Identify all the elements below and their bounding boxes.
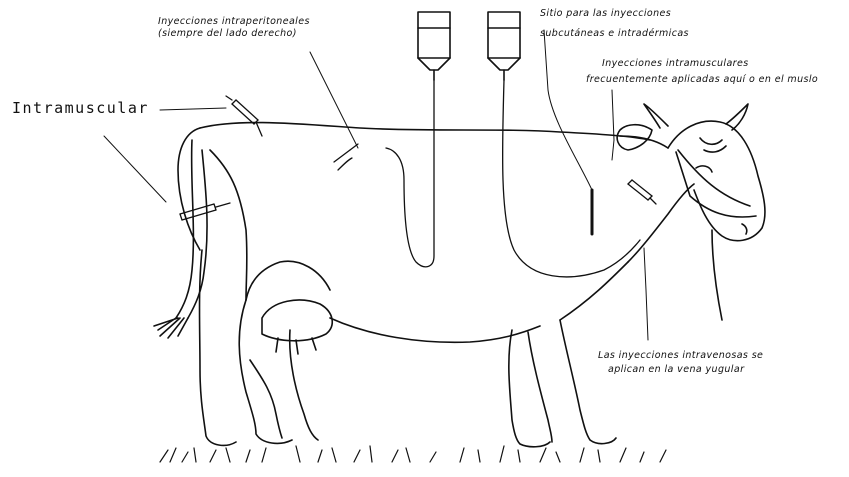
cow-horn-left [644, 104, 668, 128]
cow-tail-switch [154, 318, 188, 338]
cow-udder [262, 300, 332, 341]
label-intraperitoneal: Inyecciones intraperitoneales (siempre d… [158, 16, 310, 40]
needle-intraperitoneal [334, 144, 358, 170]
label-intravenous: Las inyecciones intravenosas se aplican … [598, 350, 763, 376]
cow-back-line [200, 123, 650, 140]
cow-lead-rope [712, 230, 722, 320]
iv-bag-left [418, 12, 450, 80]
label-intraperitoneal-line1: Inyecciones intraperitoneales [158, 16, 310, 28]
label-intramuscular-neck-line1: Inyecciones intramusculares [586, 58, 818, 70]
cow-knee [528, 332, 552, 442]
cow-brisket [560, 262, 628, 320]
cow-belly [330, 318, 540, 342]
label-intraperitoneal-line2: (siempre del lado derecho) [158, 28, 310, 40]
cow-head [668, 121, 765, 241]
syringe-tail [180, 203, 230, 220]
label-intramuscular: Intramuscular [12, 102, 149, 114]
cow-thigh [239, 300, 292, 443]
cow-hind-leg-rear [200, 250, 237, 445]
cow-forelock [700, 138, 726, 152]
cow-dewlap [628, 184, 694, 262]
iv-line-right [503, 80, 640, 277]
label-intramuscular-neck-line2: frecuentemente aplicadas aquí o en el mu… [586, 74, 818, 86]
cow-front-leg-front [560, 320, 616, 444]
label-subcutaneous-line2: subcutáneas e intradérmicas [540, 28, 689, 40]
cow-tail-inner [188, 150, 207, 318]
leader-subcutaneous [544, 30, 592, 190]
leader-intramuscular-top [160, 108, 226, 110]
cow-front-leg-rear [509, 330, 550, 447]
cow-side [210, 150, 247, 300]
label-subcutaneous: Sitio para las inyecciones subcutáneas e… [540, 8, 689, 40]
leader-intravenous [644, 248, 648, 340]
cow-nostril [742, 224, 747, 234]
syringe-neck [628, 180, 656, 204]
label-intravenous-line2: aplican en la vena yugular [598, 364, 763, 376]
label-intravenous-line1: Las inyecciones intravenosas se [598, 350, 763, 362]
iv-line-left [386, 80, 434, 267]
cow-eye [696, 166, 712, 172]
leader-intraperitoneal [310, 52, 358, 148]
cow-teat-2 [296, 340, 298, 354]
cow-hind-leg-front [290, 330, 318, 440]
iv-bag-right [488, 12, 520, 80]
ground-grass [160, 446, 666, 462]
cow-halter [676, 150, 756, 217]
syringe-rump [226, 96, 262, 136]
cow-flank [246, 261, 330, 300]
cow-teat-3 [312, 338, 316, 350]
label-intramuscular-neck: Inyecciones intramusculares frecuentemen… [586, 58, 818, 86]
cow-teat-1 [276, 338, 278, 352]
label-subcutaneous-line1: Sitio para las inyecciones [540, 8, 689, 20]
leader-intramuscular-tail [104, 136, 166, 202]
cow-rump [178, 128, 200, 250]
leader-intramuscular-neck [612, 90, 614, 160]
